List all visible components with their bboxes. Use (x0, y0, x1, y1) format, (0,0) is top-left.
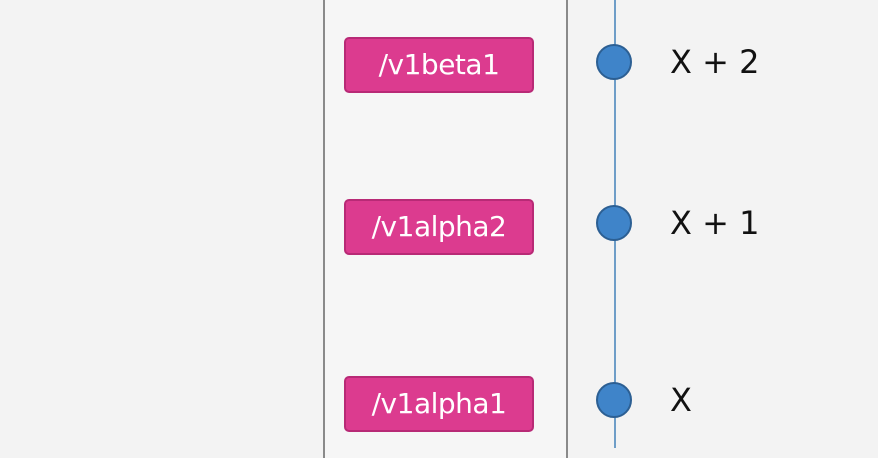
version-tag-v1alpha2: /v1alpha2 (344, 199, 534, 255)
release-label-x-plus-2: X + 2 (670, 43, 760, 81)
release-label-x: X (670, 381, 692, 419)
version-tag-v1beta1: /v1beta1 (344, 37, 534, 93)
release-label-x-plus-1: X + 1 (670, 204, 760, 242)
version-tag-v1alpha1: /v1alpha1 (344, 376, 534, 432)
timeline-dot-v1alpha1 (596, 382, 632, 418)
timeline-dot-v1alpha2 (596, 205, 632, 241)
timeline-dot-v1beta1 (596, 44, 632, 80)
